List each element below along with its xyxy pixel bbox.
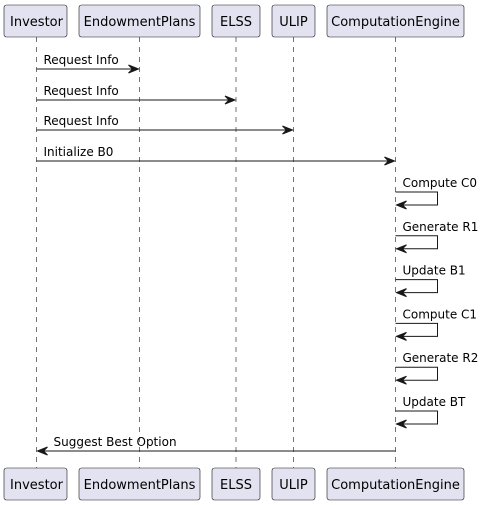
message-label: Initialize B0 <box>44 145 114 159</box>
message-2: Request Info <box>36 114 294 135</box>
arrowhead <box>395 200 407 210</box>
participant-engine-top: ComputationEngine <box>326 4 465 38</box>
participant-box <box>326 467 465 501</box>
arrowhead <box>395 419 407 429</box>
message-label: Request Info <box>44 53 119 67</box>
message-label: Update BT <box>403 395 467 409</box>
arrowhead <box>395 288 407 298</box>
message-label: Request Info <box>44 114 119 128</box>
message-3: Initialize B0 <box>36 145 396 166</box>
participant-label: ELSS <box>220 15 252 30</box>
participant-elss-bottom: ELSS <box>211 467 261 501</box>
arrowhead <box>128 64 140 74</box>
participant-investor-top: Investor <box>3 4 68 38</box>
message-label: Request Info <box>44 84 119 98</box>
participant-endowment-bottom: EndowmentPlans <box>78 467 201 501</box>
participant-elss-top: ELSS <box>211 4 261 38</box>
arrowhead <box>224 95 237 105</box>
self-message-line <box>395 410 438 425</box>
arrowhead <box>282 125 294 135</box>
message-label: Generate R1 <box>403 220 479 234</box>
message-label: Compute C1 <box>403 307 478 321</box>
message-10: Suggest Best Option <box>36 435 396 456</box>
participant-box <box>3 4 68 38</box>
participant-investor-bottom: Investor <box>3 467 68 501</box>
participant-ulip-bottom: ULIP <box>271 467 316 501</box>
message-5: Generate R1 <box>395 220 479 254</box>
message-0: Request Info <box>36 53 140 74</box>
participant-box <box>78 4 201 38</box>
arrowhead <box>395 375 407 385</box>
message-1: Request Info <box>36 84 237 105</box>
participant-label: ULIP <box>279 478 308 493</box>
message-label: Compute C0 <box>403 176 478 190</box>
participant-box <box>326 4 465 38</box>
participant-label: ELSS <box>220 478 252 493</box>
participant-label: EndowmentPlans <box>84 15 196 30</box>
message-label: Update B1 <box>403 264 466 278</box>
self-message-line <box>395 322 438 337</box>
lifelines <box>36 37 396 468</box>
participant-label: ComputationEngine <box>331 478 460 493</box>
participant-ulip-top: ULIP <box>271 4 316 38</box>
arrowhead <box>395 331 407 341</box>
participant-box <box>271 467 316 501</box>
participant-label: ComputationEngine <box>331 15 460 30</box>
participant-engine-bottom: ComputationEngine <box>326 467 465 501</box>
participant-label: Investor <box>10 478 64 493</box>
self-message-line <box>395 279 438 294</box>
self-message-line <box>395 191 438 206</box>
message-9: Update BT <box>395 395 467 429</box>
participant-label: ULIP <box>279 15 308 30</box>
message-6: Update B1 <box>395 264 466 298</box>
arrowhead <box>395 244 407 254</box>
participant-box <box>3 467 68 501</box>
participants-top: Investor EndowmentPlans ELSS ULIP Computatio… <box>3 4 465 38</box>
arrowhead <box>36 446 48 456</box>
participant-box <box>271 4 316 38</box>
participant-box <box>211 4 261 38</box>
arrowhead <box>384 156 396 166</box>
participant-box <box>211 467 261 501</box>
participant-endowment-top: EndowmentPlans <box>78 4 201 38</box>
participant-label: EndowmentPlans <box>84 478 196 493</box>
self-message-line <box>395 366 438 381</box>
message-label: Generate R2 <box>403 351 479 365</box>
message-label: Suggest Best Option <box>54 435 177 449</box>
message-8: Generate R2 <box>395 351 479 385</box>
message-7: Compute C1 <box>395 307 478 341</box>
message-4: Compute C0 <box>395 176 478 210</box>
participants-bottom: Investor EndowmentPlans ELSS ULIP Computatio… <box>3 467 465 501</box>
participant-box <box>78 467 201 501</box>
self-message-line <box>395 235 438 250</box>
participant-label: Investor <box>10 15 64 30</box>
